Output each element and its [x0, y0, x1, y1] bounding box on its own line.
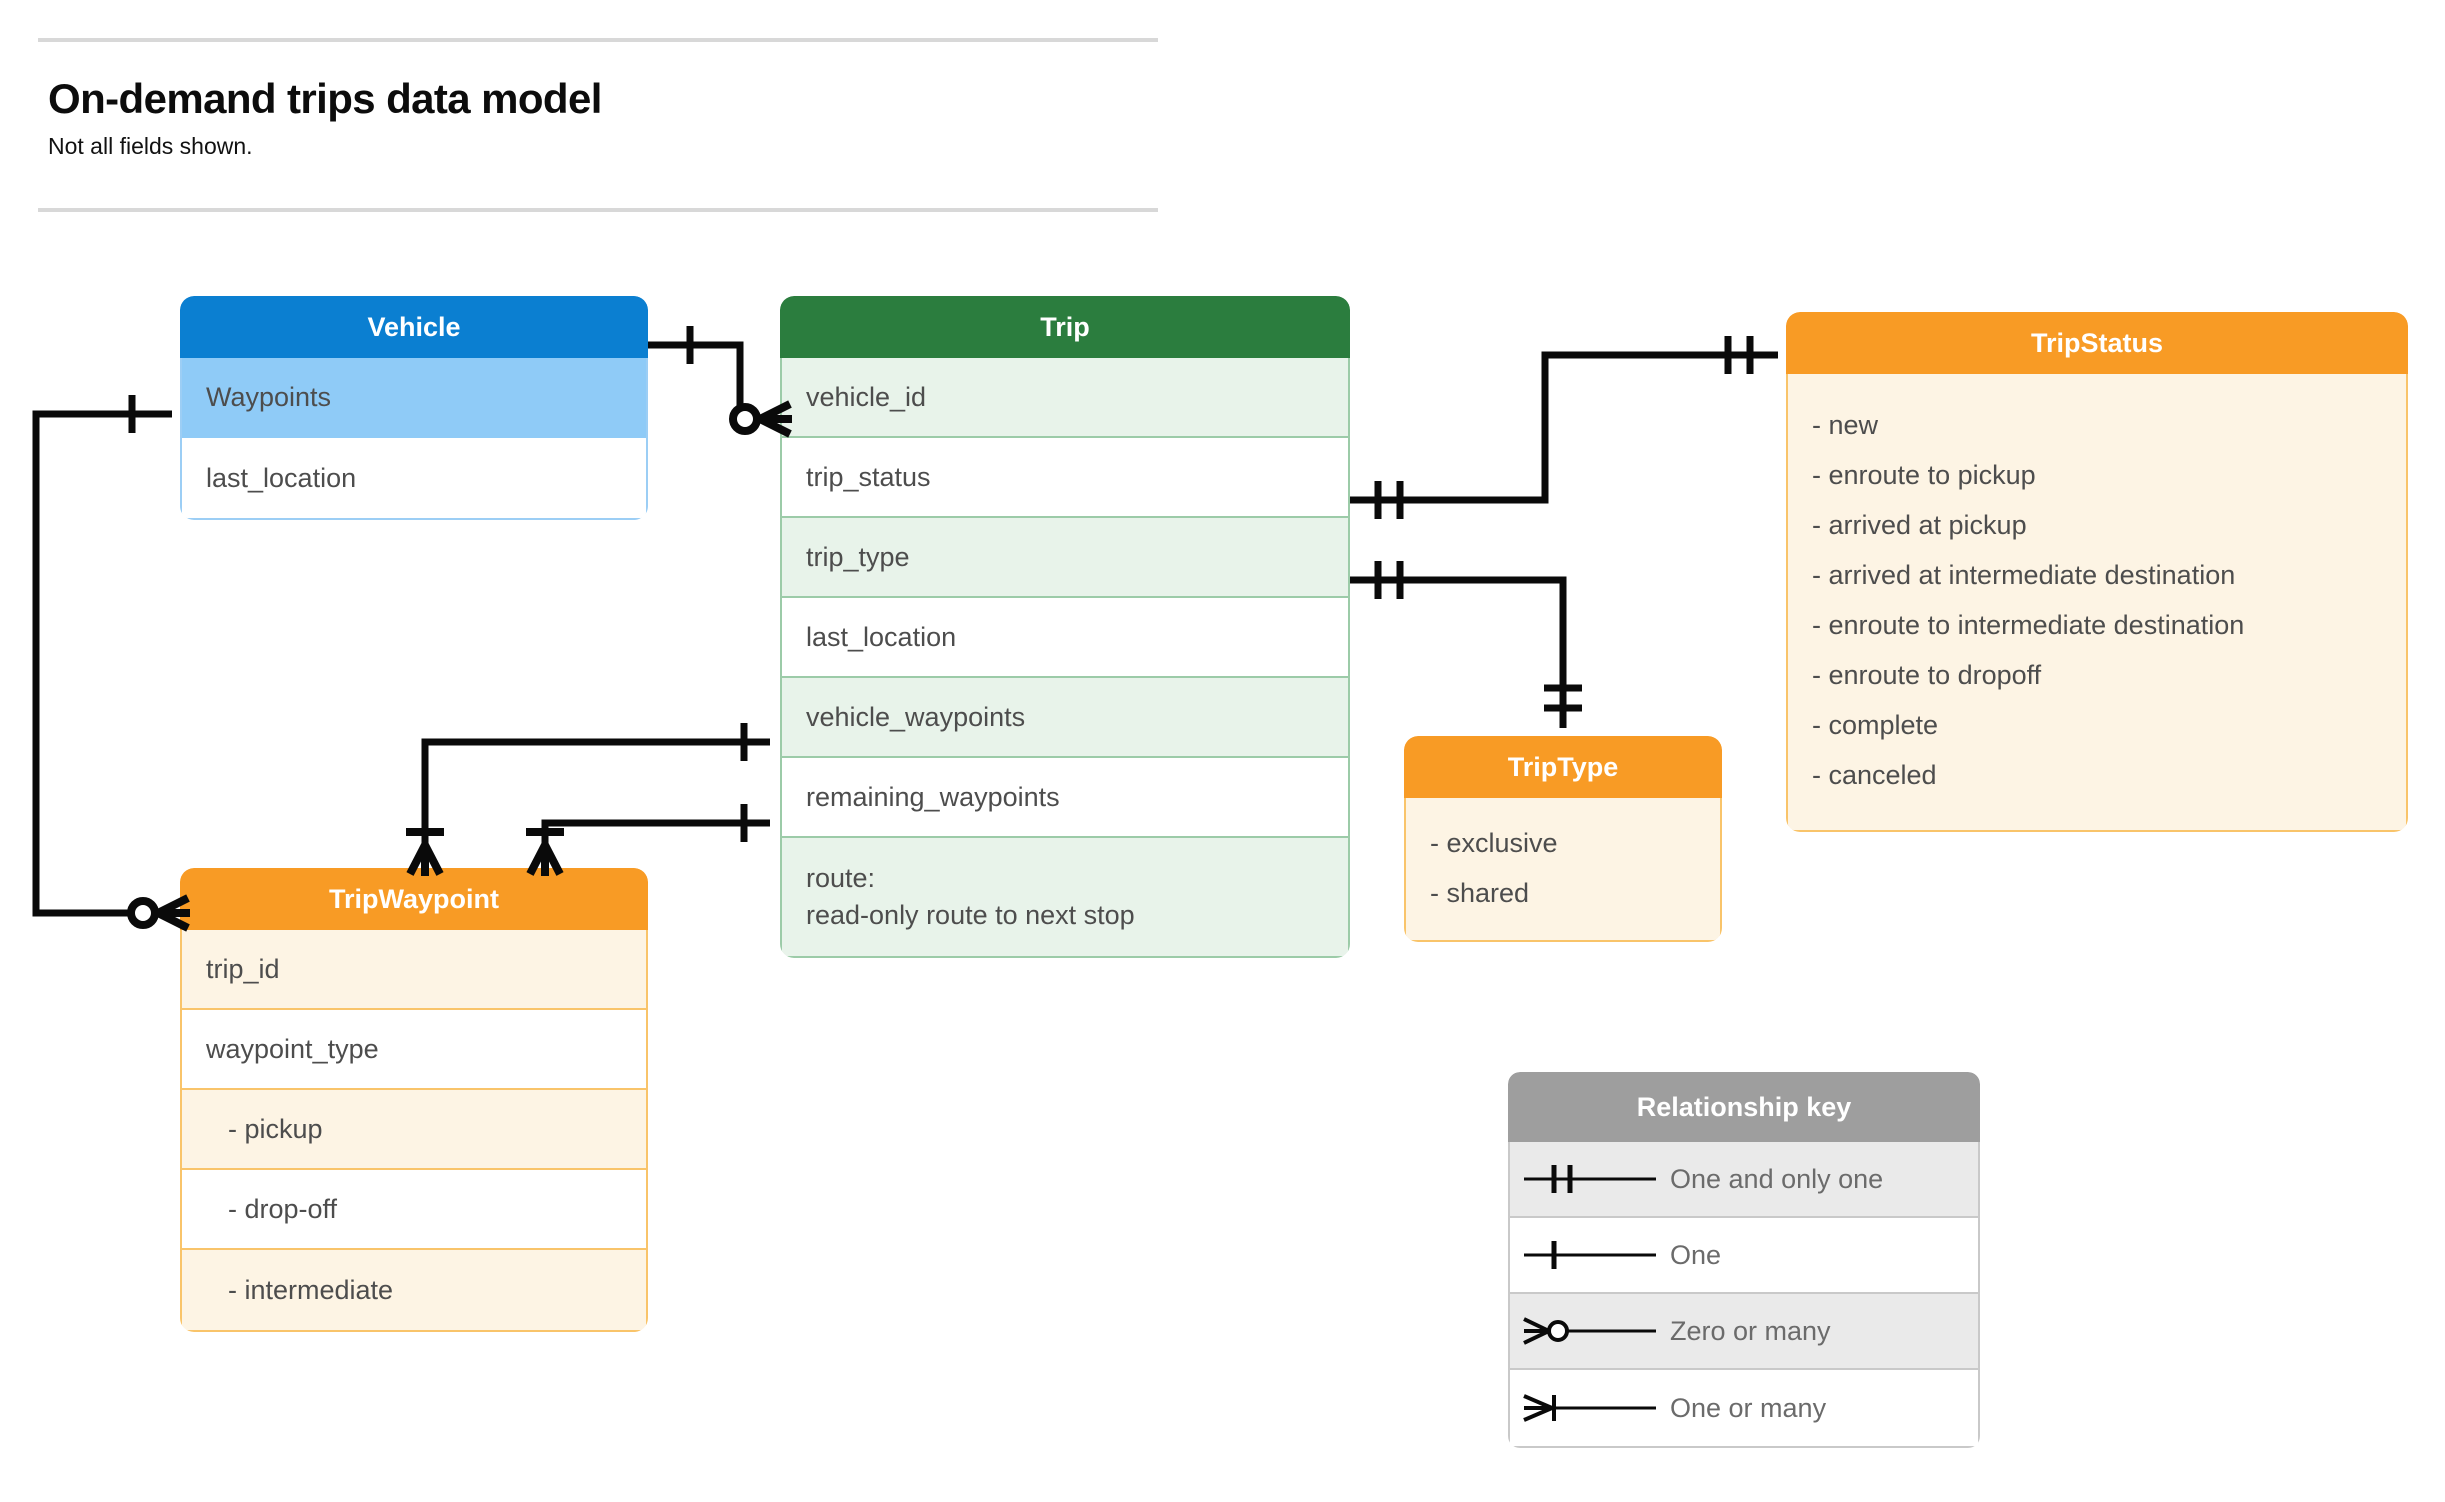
field-row[interactable]: waypoint_type: [182, 1010, 646, 1090]
entity-trip-waypoint[interactable]: TripWaypoint trip_id waypoint_type - pic…: [180, 868, 648, 1332]
relationship-key-legend: Relationship key One and only one: [1508, 1072, 1980, 1448]
field-row[interactable]: last_location: [782, 598, 1348, 678]
one-icon: [1510, 1235, 1670, 1275]
enum-value: - canceled: [1812, 760, 1937, 790]
wire-trip-type: [1350, 576, 1567, 728]
one-or-many-icon: [1510, 1388, 1670, 1428]
enum-value: - enroute to intermediate destination: [1812, 610, 2245, 640]
wire-trip-status: [1350, 351, 1778, 504]
enum-value: - complete: [1812, 710, 1939, 740]
field-row[interactable]: trip_status: [782, 438, 1348, 518]
field-row-route[interactable]: route: read-only route to next stop: [782, 838, 1348, 956]
header-rule-bottom: [38, 208, 1158, 212]
legend-title: Relationship key: [1508, 1072, 1980, 1142]
legend-label: Zero or many: [1670, 1315, 1831, 1346]
wire-vehicle-waypoints: [421, 738, 770, 860]
enum-value: - new: [1812, 410, 1879, 440]
entity-trip-type-values: - exclusive - shared: [1404, 798, 1722, 942]
enum-value: - shared: [1430, 878, 1530, 908]
enum-row: - intermediate: [182, 1250, 646, 1330]
field-row[interactable]: vehicle_id: [782, 358, 1348, 438]
legend-row-one: One: [1510, 1218, 1978, 1294]
legend-label: One or many: [1670, 1392, 1827, 1423]
page-title: On-demand trips data model: [48, 75, 602, 122]
legend-row-zero-or-many: Zero or many: [1510, 1294, 1978, 1370]
entity-vehicle-fields: Waypoints last_location: [180, 358, 648, 520]
enum-row: - drop-off: [182, 1170, 646, 1250]
card-zero-circle-twp: [127, 897, 159, 929]
entity-trip-status-values: - new - enroute to pickup - arrived at p…: [1786, 374, 2408, 832]
entity-trip-type[interactable]: TripType - exclusive - shared: [1404, 736, 1722, 942]
card-zero-circle-trip: [729, 403, 761, 435]
enum-value: - exclusive: [1430, 828, 1558, 858]
entity-trip[interactable]: Trip vehicle_id trip_status trip_type la…: [780, 296, 1350, 958]
entity-trip-status-title: TripStatus: [1786, 312, 2408, 374]
one-and-only-one-icon: [1510, 1159, 1670, 1199]
wire-vehicle-waypoints-assoc: [32, 410, 172, 917]
legend-label: One: [1670, 1239, 1722, 1270]
field-row[interactable]: Waypoints: [182, 358, 646, 438]
field-row[interactable]: remaining_waypoints: [782, 758, 1348, 838]
legend-rows: One and only one One: [1508, 1142, 1980, 1448]
entity-trip-fields: vehicle_id trip_status trip_type last_lo…: [780, 358, 1350, 958]
legend-label: One and only one: [1670, 1163, 1884, 1194]
route-note: read-only route to next stop: [806, 900, 1135, 930]
enum-value: - enroute to dropoff: [1812, 660, 2042, 690]
enum-value: - enroute to pickup: [1812, 460, 2036, 490]
entity-trip-status[interactable]: TripStatus - new - enroute to pickup - a…: [1786, 312, 2408, 832]
field-row[interactable]: last_location: [182, 438, 646, 518]
legend-row-one-or-many: One or many: [1510, 1370, 1978, 1446]
entity-vehicle[interactable]: Vehicle Waypoints last_location: [180, 296, 648, 520]
zero-or-many-icon: [1510, 1311, 1670, 1351]
legend-row-one-and-only-one: One and only one: [1510, 1142, 1978, 1218]
entity-trip-waypoint-fields: trip_id waypoint_type - pickup - drop-of…: [180, 930, 648, 1332]
entity-vehicle-title: Vehicle: [180, 296, 648, 358]
field-row[interactable]: trip_id: [182, 930, 646, 1010]
wire-remaining-waypoints: [541, 819, 770, 860]
route-label: route:: [806, 862, 876, 893]
header-rule-top: [38, 38, 1158, 42]
entity-trip-waypoint-title: TripWaypoint: [180, 868, 648, 930]
field-row[interactable]: trip_type: [782, 518, 1348, 598]
enum-row: - pickup: [182, 1090, 646, 1170]
entity-trip-type-title: TripType: [1404, 736, 1722, 798]
entity-trip-title: Trip: [780, 296, 1350, 358]
enum-value: - arrived at intermediate destination: [1812, 560, 2236, 590]
enum-value: - arrived at pickup: [1812, 510, 2027, 540]
page-subtitle: Not all fields shown.: [48, 133, 253, 159]
wire-vehicle-to-trip: [648, 341, 770, 423]
field-row[interactable]: vehicle_waypoints: [782, 678, 1348, 758]
